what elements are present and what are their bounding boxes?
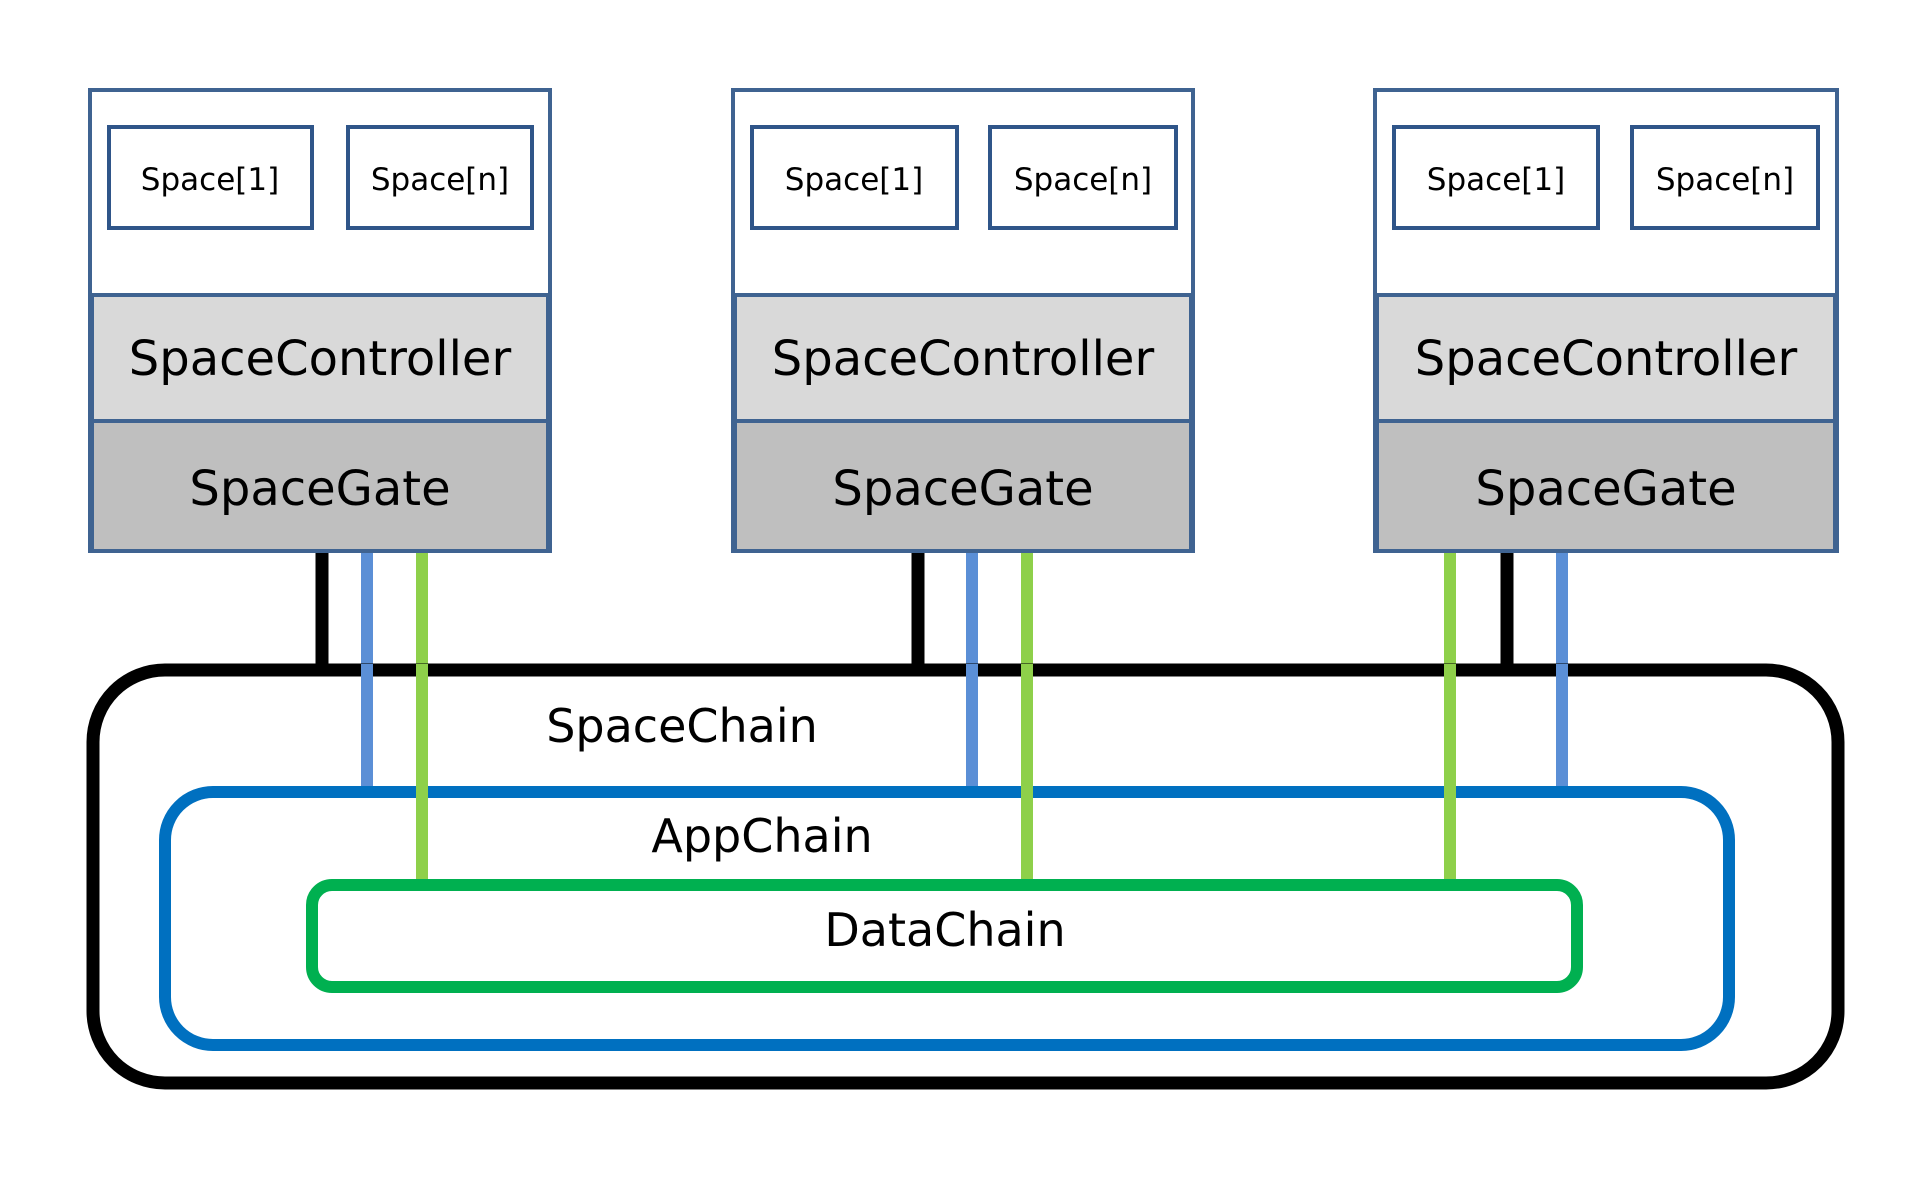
- space-label-first: Space[1]: [1427, 162, 1565, 198]
- space-box-first: [750, 125, 959, 230]
- space-gate-label: SpaceGate: [189, 461, 450, 517]
- space-label-last: Space[n]: [1014, 162, 1152, 198]
- node-border: [1373, 88, 1839, 553]
- space-chain-box: [86, 663, 1845, 1090]
- data-chain-box: [306, 879, 1583, 993]
- space-controller-label: SpaceController: [1415, 331, 1798, 387]
- space-box-last: [346, 125, 534, 230]
- space-box-last: [988, 125, 1178, 230]
- space-gate-box: [90, 419, 550, 553]
- node-1: Space[1] Space[n] SpaceController SpaceG…: [88, 88, 552, 553]
- node-border: [88, 88, 552, 553]
- space-box-first: [107, 125, 314, 230]
- space-gate-label: SpaceGate: [832, 461, 1093, 517]
- connectors-inner: [361, 664, 1568, 880]
- space-gate-label: SpaceGate: [1475, 461, 1736, 517]
- space-label-first: Space[1]: [141, 162, 279, 198]
- space-label-last: Space[n]: [371, 162, 509, 198]
- app-chain-label: AppChain: [651, 809, 872, 863]
- space-label-last: Space[n]: [1656, 162, 1794, 198]
- space-controller-label: SpaceController: [772, 331, 1155, 387]
- node-2: Space[1] Space[n] SpaceController SpaceG…: [731, 88, 1195, 553]
- space-controller-label: SpaceController: [129, 331, 512, 387]
- space-chain-label: SpaceChain: [546, 699, 818, 753]
- space-box-last: [1630, 125, 1820, 230]
- space-controller-box: [1375, 293, 1837, 423]
- app-chain-box: [159, 786, 1735, 1051]
- node-3: Space[1] Space[n] SpaceController SpaceG…: [1373, 88, 1839, 553]
- space-box-first: [1392, 125, 1600, 230]
- space-label-first: Space[1]: [785, 162, 923, 198]
- data-chain-label: DataChain: [824, 903, 1065, 957]
- connectors: [315, 551, 1568, 880]
- node-border: [731, 88, 1195, 553]
